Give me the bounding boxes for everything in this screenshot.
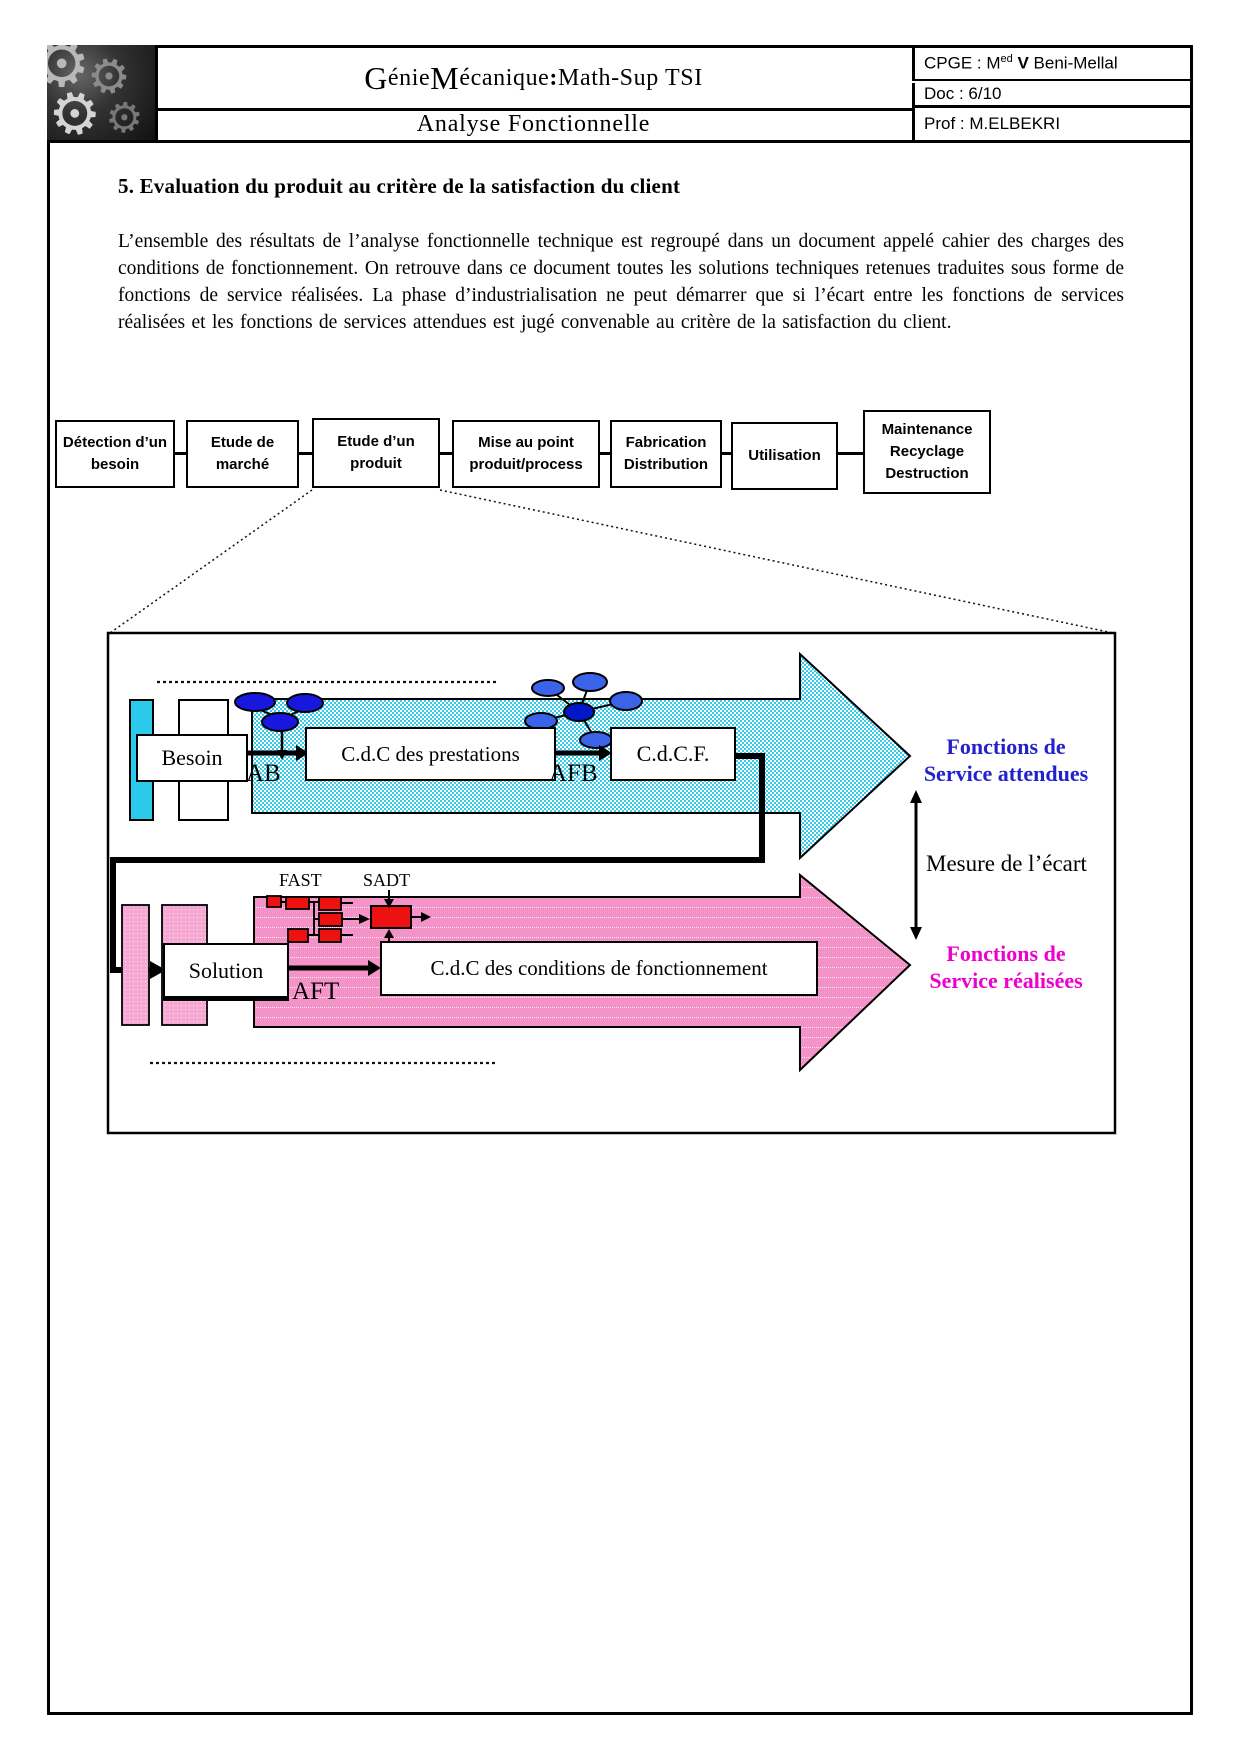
prestations-to-cdcf-arrow bbox=[555, 745, 612, 761]
chain-box-etude-produit: Etude d’un produit bbox=[312, 418, 440, 488]
header-cpge: CPGE : Med V Beni-Mellal bbox=[912, 48, 1190, 81]
gear-icon: ⚙ bbox=[47, 45, 90, 97]
fonctions-realisees-line2: Service réalisées bbox=[929, 968, 1083, 993]
cdc-conditions-box: C.d.C des conditions de fonctionnement bbox=[380, 941, 818, 996]
document-subtitle: Analyse Fonctionnelle bbox=[416, 110, 651, 137]
label-sadt: SADT bbox=[363, 870, 411, 890]
besoin-box: Besoin bbox=[136, 734, 248, 782]
blue-ellipse-tree bbox=[234, 692, 324, 760]
gears-logo-image: ⚙ ⚙ ⚙ ⚙ bbox=[47, 45, 158, 140]
title-separator: : bbox=[549, 64, 559, 91]
cdcf-to-solution-connector bbox=[110, 753, 765, 979]
solution-box: Solution bbox=[163, 943, 289, 1001]
title-part: Math-Sup TSI bbox=[558, 64, 703, 91]
chain-connector bbox=[838, 452, 863, 455]
chain-connector bbox=[722, 452, 731, 455]
title-initial: G bbox=[364, 59, 388, 96]
chain-box-utilisation: Utilisation bbox=[731, 422, 838, 490]
title-part: énie bbox=[387, 64, 431, 91]
besoin-to-prestations-arrow bbox=[247, 745, 309, 761]
label-fast: FAST bbox=[279, 870, 322, 890]
fonctions-realisees-line1: Fonctions de bbox=[946, 941, 1066, 966]
title-initial: M bbox=[430, 59, 460, 96]
chain-connector bbox=[299, 452, 312, 455]
label-ab: AB bbox=[246, 760, 281, 787]
chain-box-mise-au-point: Mise au point produit/process bbox=[452, 420, 600, 488]
fonctions-attendues-line2: Service attendues bbox=[923, 761, 1089, 786]
cyan-arrow-fonctions-attendues bbox=[251, 651, 912, 861]
chain-box-fabrication: Fabrication Distribution bbox=[610, 420, 722, 488]
solution-to-conditions-arrow bbox=[288, 960, 381, 976]
cpge-text: CPGE : Med V Beni-Mellal bbox=[924, 53, 1118, 73]
chain-box-etude-marche: Etude de marché bbox=[186, 420, 299, 488]
section-heading: 5. Evaluation du produit au critère de l… bbox=[118, 174, 681, 198]
blue-ellipse-network bbox=[524, 672, 643, 749]
chain-box-maintenance: Maintenance Recyclage Destruction bbox=[863, 410, 991, 494]
functional-analysis-diagram bbox=[106, 489, 1117, 1135]
label-aft: AFT bbox=[292, 978, 340, 1005]
mesure-double-arrow bbox=[910, 790, 922, 940]
title-part: écanique bbox=[459, 64, 550, 91]
zoom-funnel-dotted-lines bbox=[109, 489, 1114, 634]
chain-box-detection: Détection d’un besoin bbox=[55, 420, 175, 488]
chain-connector bbox=[600, 452, 610, 455]
label-afb: AFB bbox=[549, 760, 598, 787]
pink-bar bbox=[121, 904, 150, 1026]
page-border bbox=[47, 45, 1193, 1715]
chain-connector bbox=[175, 452, 186, 455]
sadt-box bbox=[370, 890, 431, 947]
fonctions-attendues-line1: Fonctions de bbox=[946, 734, 1066, 759]
header-bottom-rule bbox=[47, 140, 1190, 143]
cdcf-box: C.d.C.F. bbox=[610, 727, 736, 781]
mesure-ecart-label: Mesure de l’écart bbox=[926, 851, 1087, 876]
header-doc-number: Doc : 6/10 bbox=[912, 83, 1190, 108]
chain-connector bbox=[440, 452, 452, 455]
fonctions-realisees-label: Fonctions de Service réalisées bbox=[898, 940, 1114, 994]
section-paragraph: L’ensemble des résultats de l’analyse fo… bbox=[118, 231, 1124, 333]
fonctions-attendues-label: Fonctions de Service attendues bbox=[900, 733, 1112, 787]
fast-tree bbox=[266, 895, 370, 943]
header-prof: Prof : M.ELBEKRI bbox=[912, 108, 1190, 140]
cdc-prestations-box: C.d.C des prestations bbox=[305, 727, 556, 781]
